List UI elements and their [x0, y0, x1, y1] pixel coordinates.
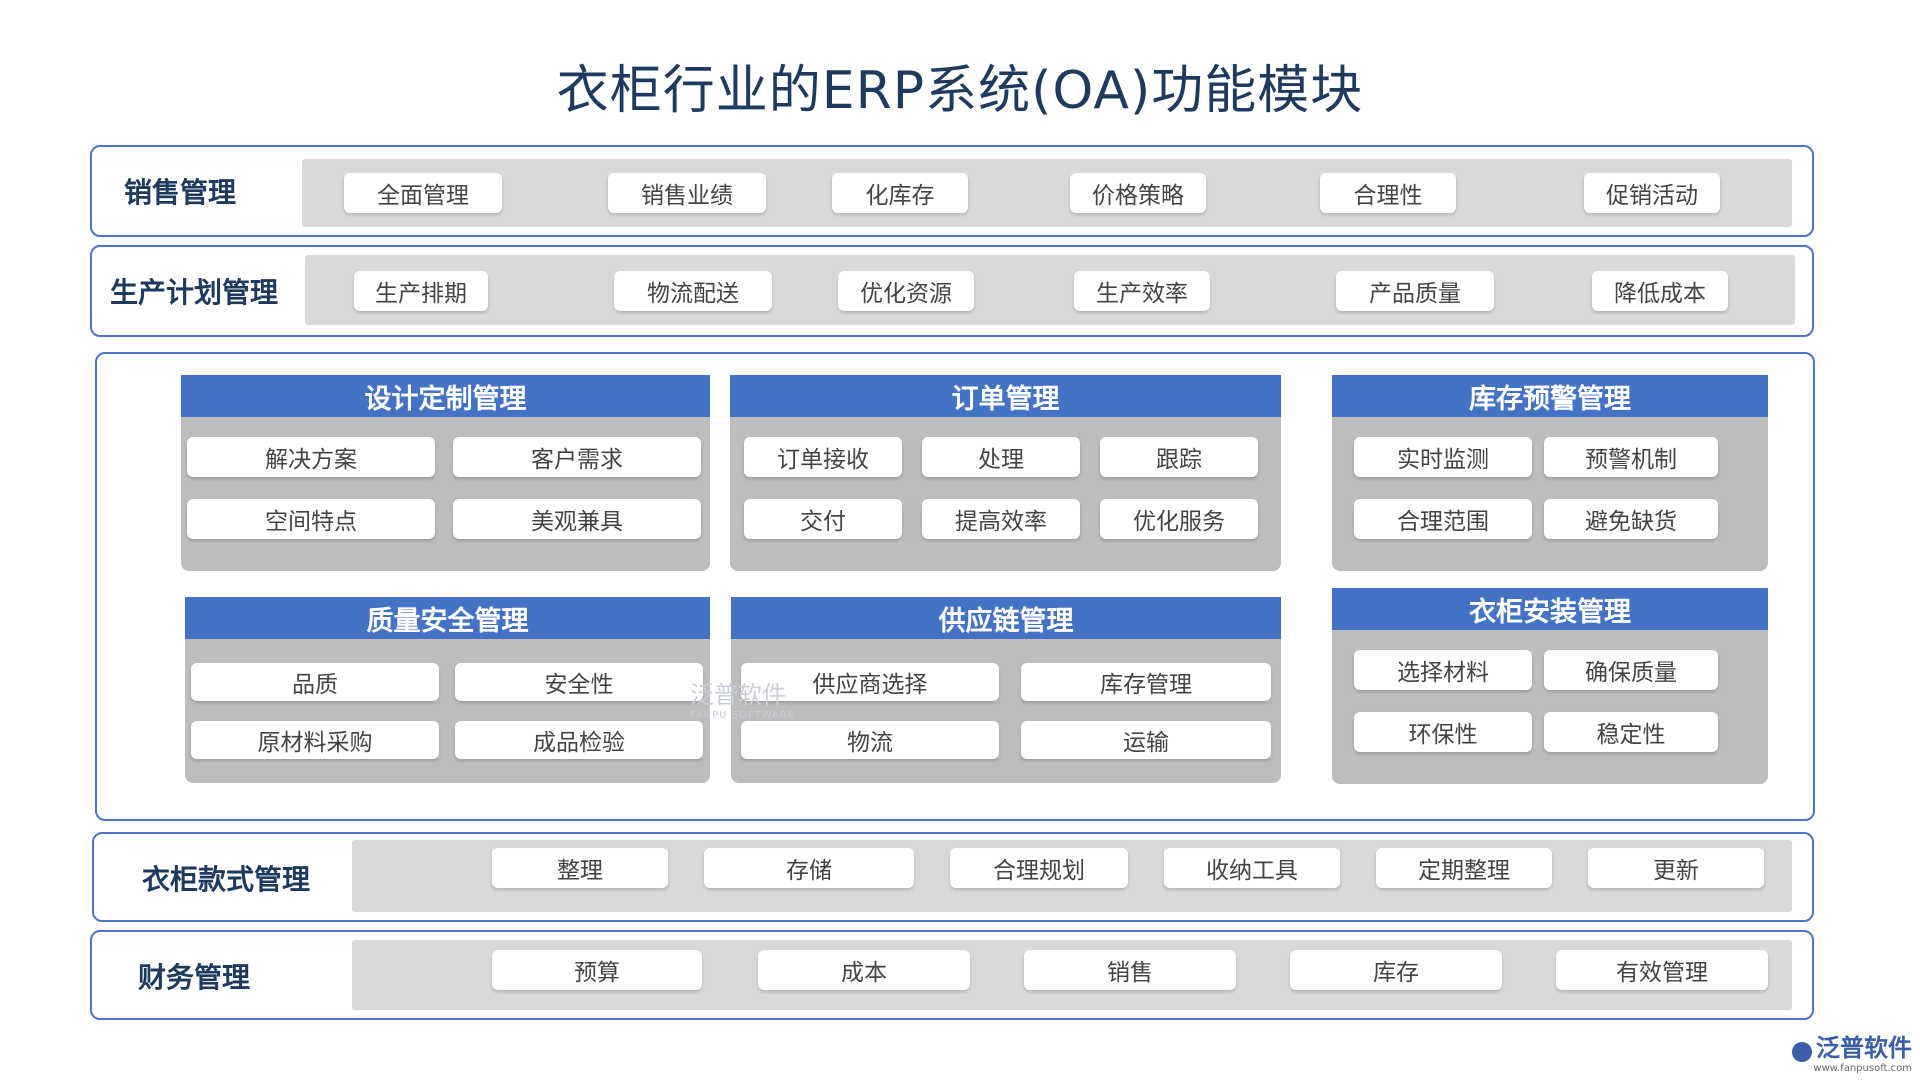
finance-item: 预算: [492, 950, 702, 990]
production-item: 物流配送: [614, 271, 772, 311]
module-design-title: 设计定制管理: [181, 375, 710, 417]
module-quality-item: 成品检验: [455, 721, 703, 759]
brand-url: www.fanpusoft.com: [1813, 1063, 1912, 1074]
module-inventory-item: 预警机制: [1544, 437, 1718, 477]
module-order-item: 跟踪: [1100, 437, 1258, 477]
page-title: 衣柜行业的ERP系统(OA)功能模块: [556, 61, 1364, 121]
style-item: 合理规划: [950, 848, 1128, 888]
sales-item: 全面管理: [344, 173, 502, 213]
brand-name: 泛普软件: [1816, 1034, 1912, 1062]
module-install: 衣柜安装管理 选择材料 确保质量 环保性 稳定性: [1332, 588, 1768, 784]
module-design-item: 客户需求: [453, 437, 701, 477]
production-label: 生产计划管理: [110, 276, 279, 309]
production-item: 优化资源: [838, 271, 974, 311]
module-order-title: 订单管理: [730, 375, 1281, 417]
sales-item: 化库存: [832, 173, 968, 213]
finance-item: 有效管理: [1556, 950, 1768, 990]
sales-item: 促销活动: [1584, 173, 1720, 213]
brand-logo: 泛普软件 www.fanpusoft.com: [1792, 1028, 1912, 1074]
module-order-item: 订单接收: [744, 437, 902, 477]
style-item: 更新: [1588, 848, 1764, 888]
production-row: 生产计划管理 生产排期 物流配送 优化资源 生产效率 产品质量 降低成本: [90, 245, 1814, 337]
finance-item: 成本: [758, 950, 970, 990]
finance-item: 销售: [1024, 950, 1236, 990]
style-row: 衣柜款式管理 整理 存储 合理规划 收纳工具 定期整理 更新: [92, 832, 1814, 922]
module-inventory-item: 合理范围: [1354, 499, 1532, 539]
module-quality-item: 原材料采购: [191, 721, 439, 759]
module-supply-title: 供应链管理: [731, 597, 1281, 639]
finance-row: 财务管理 预算 成本 销售 库存 有效管理: [90, 930, 1814, 1020]
style-item: 存储: [704, 848, 914, 888]
brand-mark-icon: [1792, 1041, 1812, 1062]
style-label: 衣柜款式管理: [142, 863, 311, 896]
module-design-item: 解决方案: [187, 437, 435, 477]
module-inventory-item: 实时监测: [1354, 437, 1532, 477]
module-inventory: 库存预警管理 实时监测 预警机制 合理范围 避免缺货: [1332, 375, 1768, 571]
module-quality-title: 质量安全管理: [185, 597, 710, 639]
production-item: 降低成本: [1592, 271, 1728, 311]
module-install-item: 稳定性: [1544, 712, 1718, 752]
sales-item: 销售业绩: [608, 173, 766, 213]
module-order-item: 交付: [744, 499, 902, 539]
sales-label: 销售管理: [124, 176, 237, 209]
module-install-title: 衣柜安装管理: [1332, 588, 1768, 630]
module-inventory-title: 库存预警管理: [1332, 375, 1768, 417]
style-item: 收纳工具: [1164, 848, 1340, 888]
module-inventory-item: 避免缺货: [1544, 499, 1718, 539]
style-item: 定期整理: [1376, 848, 1552, 888]
production-item: 产品质量: [1336, 271, 1494, 311]
module-install-item: 选择材料: [1354, 650, 1532, 690]
module-order-item: 处理: [922, 437, 1080, 477]
module-order-item: 优化服务: [1100, 499, 1258, 539]
production-item: 生产效率: [1074, 271, 1210, 311]
module-design-item: 空间特点: [187, 499, 435, 539]
module-quality: 质量安全管理 品质 安全性 原材料采购 成品检验: [185, 597, 710, 783]
module-design: 设计定制管理 解决方案 客户需求 空间特点 美观兼具: [181, 375, 710, 571]
sales-item: 合理性: [1320, 173, 1456, 213]
production-item: 生产排期: [354, 271, 488, 311]
finance-item: 库存: [1290, 950, 1502, 990]
module-order: 订单管理 订单接收 处理 跟踪 交付 提高效率 优化服务: [730, 375, 1281, 571]
finance-label: 财务管理: [138, 961, 251, 994]
module-design-item: 美观兼具: [453, 499, 701, 539]
module-install-item: 确保质量: [1544, 650, 1718, 690]
sales-row: 销售管理 全面管理 销售业绩 化库存 价格策略 合理性 促销活动: [90, 145, 1814, 237]
module-quality-item: 品质: [191, 663, 439, 701]
sales-item: 价格策略: [1070, 173, 1206, 213]
module-quality-item: 安全性: [455, 663, 703, 701]
style-item: 整理: [492, 848, 668, 888]
module-supply: 供应链管理 供应商选择 库存管理 物流 运输: [731, 597, 1281, 783]
module-supply-item: 供应商选择: [741, 663, 999, 701]
sales-panel: [302, 159, 1792, 227]
module-supply-item: 运输: [1021, 721, 1271, 759]
module-supply-item: 物流: [741, 721, 999, 759]
production-panel: [305, 255, 1795, 325]
module-order-item: 提高效率: [922, 499, 1080, 539]
module-supply-item: 库存管理: [1021, 663, 1271, 701]
module-install-item: 环保性: [1354, 712, 1532, 752]
